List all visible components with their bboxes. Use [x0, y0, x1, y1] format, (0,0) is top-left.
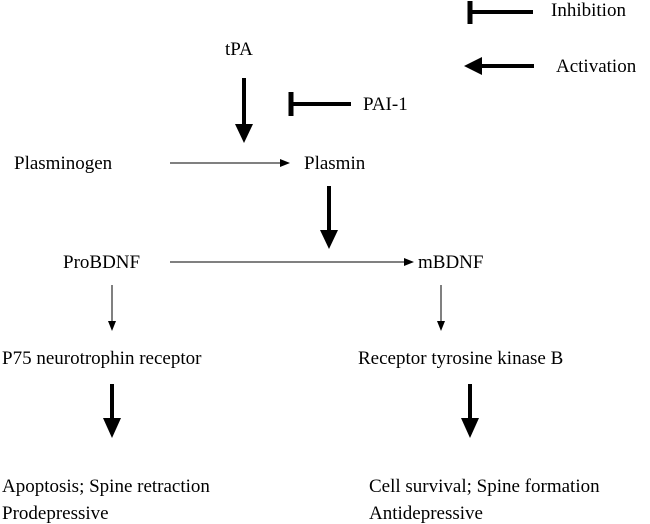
legend-inhibition-label: Inhibition: [551, 0, 626, 21]
node-p75-receptor: P75 neurotrophin receptor: [2, 348, 202, 369]
trkb-to-outcome-arrow: [461, 384, 479, 438]
node-probdnf: ProBDNF: [63, 252, 141, 273]
node-trkb-receptor: Receptor tyrosine kinase B: [358, 348, 564, 369]
p75-to-outcome-arrow: [103, 384, 121, 438]
node-plasminogen: Plasminogen: [14, 153, 113, 174]
outcome-right-line1: Cell survival; Spine formation: [369, 476, 600, 497]
node-mbdnf: mBDNF: [418, 252, 484, 273]
tpa-to-plasmin-arrow: [235, 78, 253, 143]
node-plasmin: Plasmin: [304, 153, 366, 174]
node-pai1: PAI-1: [363, 94, 408, 115]
legend-activation-symbol: [464, 57, 534, 75]
node-tpa: tPA: [225, 39, 253, 60]
legend-inhibition-symbol: [467, 1, 533, 24]
outcome-left-line2: Prodepressive: [2, 503, 109, 524]
pai1-inhibition-symbol: [288, 92, 351, 116]
outcome-left-line1: Apoptosis; Spine retraction: [2, 476, 210, 497]
plasmin-to-conversion-arrow: [320, 186, 338, 249]
legend-activation-label: Activation: [556, 56, 637, 77]
outcome-right-line2: Antidepressive: [369, 503, 483, 524]
